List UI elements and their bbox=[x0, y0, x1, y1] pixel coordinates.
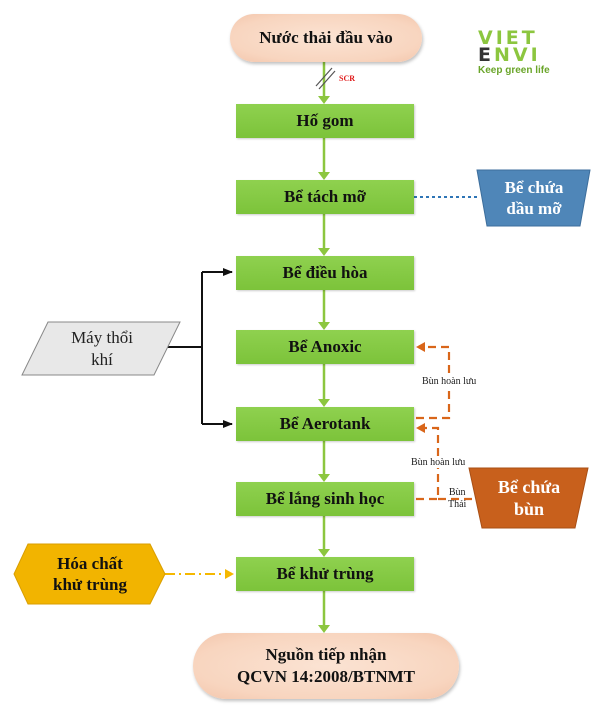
chemical-shape bbox=[13, 543, 166, 605]
end-label-line2: QCVN 14:2008/BTNMT bbox=[236, 667, 416, 686]
logo: VIET ENVI Keep green life bbox=[478, 27, 598, 77]
step-label: Hố gom bbox=[296, 111, 354, 130]
oil-tank-node: Bể chứa dầu mỡ bbox=[480, 172, 588, 224]
start-label: Nước thải đầu vào bbox=[259, 28, 393, 47]
step-label: Bể Anoxic bbox=[288, 337, 362, 356]
sludge-tank-line1: Bể chứa bbox=[497, 476, 561, 497]
step-be-aerotank: Bể Aerotank bbox=[236, 407, 414, 441]
logo-line1: VIET bbox=[478, 27, 538, 49]
logo-line2: ENVI bbox=[478, 44, 541, 66]
step-label: Bể Aerotank bbox=[279, 414, 371, 433]
logo-tagline: Keep green life bbox=[478, 65, 550, 76]
sludge-tank-line2: bùn bbox=[513, 499, 545, 519]
step-label: Bể điều hòa bbox=[282, 263, 368, 282]
blower-line2: khí bbox=[91, 349, 113, 369]
step-be-lang-sinh-hoc: Bể lắng sinh học bbox=[236, 482, 414, 516]
return-sludge-label-1: Bùn hoàn lưu bbox=[422, 376, 477, 387]
step-label: Bể tách mỡ bbox=[283, 187, 367, 206]
step-be-tach-mo: Bể tách mỡ bbox=[236, 180, 414, 214]
scr-label: SCR bbox=[339, 74, 356, 83]
blower-shape bbox=[21, 321, 181, 376]
step-label: Bể khử trùng bbox=[276, 564, 374, 583]
step-be-dieu-hoa: Bể điều hòa bbox=[236, 256, 414, 290]
blower-node: Máy thổi khí bbox=[34, 322, 170, 375]
return-sludge-label-2: Bùn hoàn lưu bbox=[411, 457, 466, 468]
waste-sludge-line2: Thải bbox=[448, 499, 467, 510]
step-be-anoxic: Bể Anoxic bbox=[236, 330, 414, 364]
waste-sludge-line1: Bùn bbox=[448, 487, 466, 498]
sludge-tank-shape bbox=[468, 467, 589, 529]
step-label: Bể lắng sinh học bbox=[265, 489, 385, 508]
start-node: Nước thải đầu vào bbox=[230, 14, 422, 62]
step-ho-gom: Hố gom bbox=[236, 104, 414, 138]
oil-tank-line1: Bể chứa bbox=[504, 177, 564, 197]
chemical-line2: khử trùng bbox=[53, 575, 127, 594]
sludge-tank-node: Bể chứa bùn bbox=[474, 470, 584, 526]
oil-tank-line2: dầu mỡ bbox=[506, 199, 562, 218]
end-label-line1: Nguồn tiếp nhận bbox=[265, 644, 387, 664]
end-node: Nguồn tiếp nhận QCVN 14:2008/BTNMT bbox=[193, 633, 459, 699]
chemical-line1: Hóa chất bbox=[57, 553, 123, 573]
waste-sludge-label: Bùn Thải bbox=[448, 487, 466, 511]
blower-line1: Máy thổi bbox=[71, 328, 133, 348]
chemical-node: Hóa chất khử trùng bbox=[18, 544, 162, 604]
oil-tank-shape bbox=[476, 169, 591, 227]
step-be-khu-trung: Bể khử trùng bbox=[236, 557, 414, 591]
